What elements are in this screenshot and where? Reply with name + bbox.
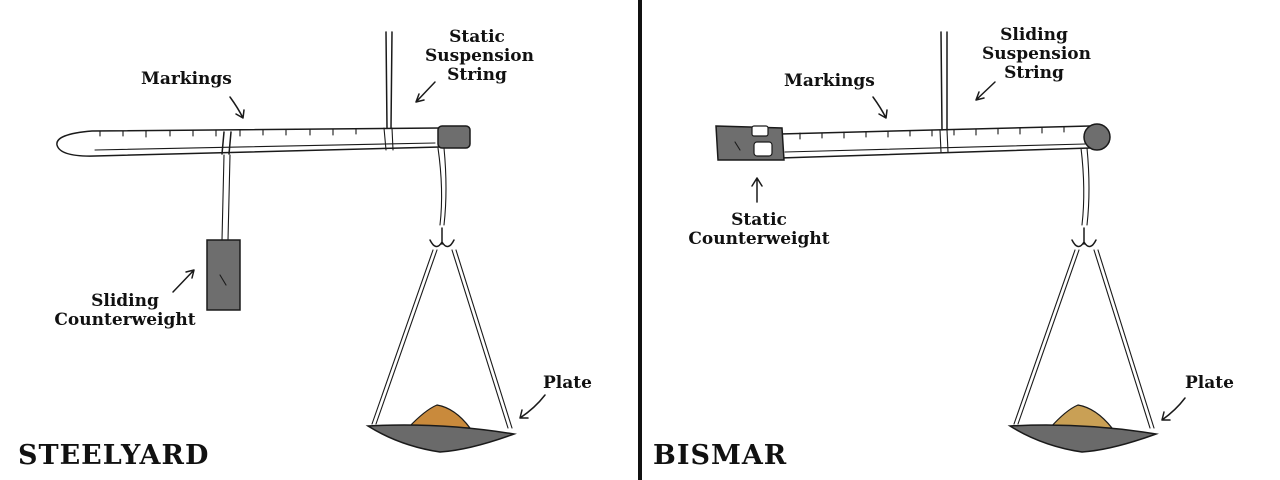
bismar-arrows	[751, 81, 1186, 421]
bismar-illustration	[715, 31, 1159, 453]
steelyard-suspension-string	[385, 31, 393, 129]
arrow-markings-right	[872, 96, 888, 119]
steelyard-sand	[406, 404, 472, 429]
steelyard-suspension-line-3: String	[447, 65, 507, 85]
steelyard-illustration	[56, 31, 517, 453]
bismar-plate-label: Plate	[1185, 373, 1234, 393]
bismar-suspension-line-1: Sliding	[1000, 25, 1068, 45]
bismar-suspension-string	[940, 31, 948, 131]
arrow-markings-left	[229, 96, 245, 119]
bismar-suspension-line-3: String	[1004, 63, 1064, 83]
arrow-counterweight-left	[172, 269, 195, 293]
bismar-title: BISMAR	[653, 440, 788, 471]
steelyard-counterweight-line-1: Sliding	[91, 291, 159, 311]
steelyard-suspension-label: Static Suspension String	[425, 27, 534, 85]
steelyard-title: STEELYARD	[18, 440, 210, 471]
steelyard-plate-label: Plate	[543, 373, 592, 393]
steelyard-sliding-counterweight	[206, 239, 241, 311]
steelyard-markings-ticks	[99, 128, 357, 138]
steelyard-markings-label: Markings	[141, 69, 232, 89]
bismar-plate	[1007, 424, 1159, 453]
bismar-sand	[1048, 404, 1114, 429]
steelyard-counterweight-line-2: Counterweight	[54, 310, 196, 330]
bismar-hook	[1071, 227, 1097, 248]
steelyard-hook	[429, 227, 455, 248]
bismar-counterweight-line-1: Static	[731, 210, 787, 230]
steelyard-arrows	[172, 81, 546, 419]
arrow-plate-left	[519, 394, 546, 419]
steelyard-suspension-line-1: Static	[449, 27, 505, 47]
bismar-markings-label: Markings	[784, 71, 875, 91]
steelyard-beam	[56, 127, 441, 157]
bismar-beam	[779, 125, 1091, 159]
steelyard-plate	[365, 424, 517, 453]
steelyard-end-cap	[437, 125, 471, 149]
bismar-counterweight-line-2: Counterweight	[688, 229, 830, 249]
arrow-plate-right	[1161, 397, 1186, 421]
bismar-suspension-line-2: Suspension	[982, 44, 1091, 64]
steelyard-suspension-line-2: Suspension	[425, 46, 534, 66]
bismar-end-knob	[1083, 123, 1111, 151]
bismar-counterweight-label: Static Counterweight	[678, 211, 840, 249]
bismar-markings-ticks	[799, 126, 1065, 140]
bismar-static-counterweight	[715, 125, 785, 161]
arrow-suspension-left	[415, 81, 436, 103]
arrow-counterweight-right	[751, 177, 763, 203]
steelyard-counterweight-label: Sliding Counterweight	[44, 292, 206, 330]
bismar-suspension-label: Sliding Suspension String	[982, 25, 1091, 83]
arrow-suspension-right	[975, 81, 996, 101]
